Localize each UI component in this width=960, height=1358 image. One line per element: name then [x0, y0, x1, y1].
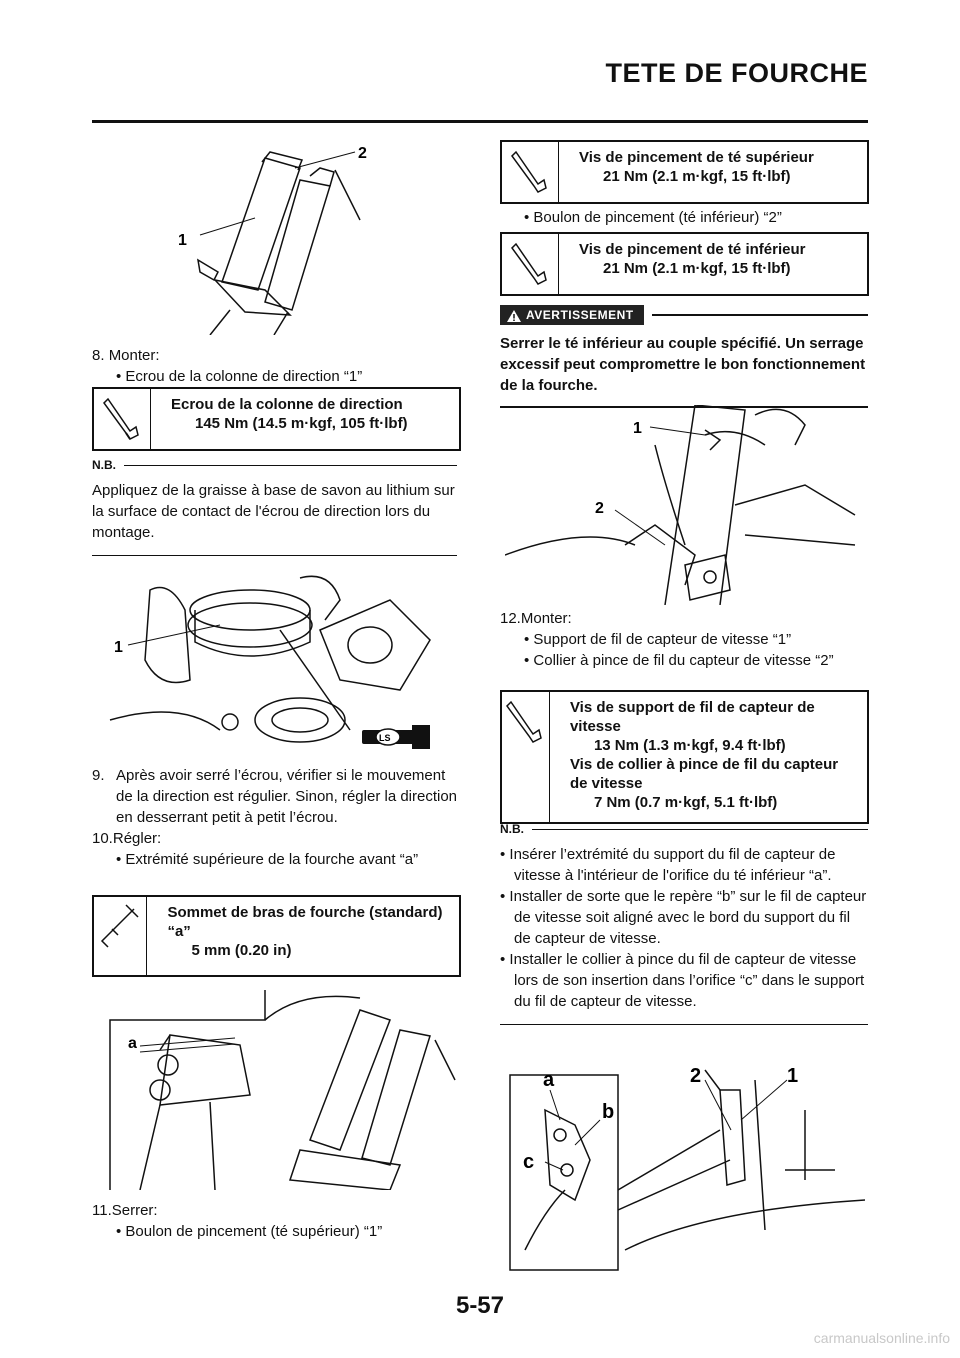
- spec-value: 145 Nm (14.5 m·kgf, 105 ft·lbf): [195, 415, 408, 432]
- ls-label: LS: [379, 733, 391, 743]
- header-rule: [92, 120, 868, 123]
- step-number: 11.: [92, 1202, 112, 1219]
- step-12: 12.Monter:: [500, 608, 870, 629]
- step-number: 9.: [92, 767, 105, 784]
- note-nb-1: N.B. Appliquez de la graisse à base de s…: [92, 458, 457, 556]
- figure-lower-bracket: 1 2: [505, 405, 865, 605]
- note-nb-2: N.B. • Insérer l’extrémité du support du…: [500, 822, 868, 1025]
- callout-1: 1: [114, 639, 123, 656]
- torque-wrench-icon: [502, 234, 559, 294]
- spec-title: Vis de pincement de té inférieur: [579, 241, 806, 258]
- step-label: Monter:: [520, 610, 572, 627]
- page-number: 5-57: [455, 1292, 505, 1319]
- step-label: Serrer:: [111, 1202, 158, 1219]
- warning-label: AVERTISSEMENT: [526, 308, 634, 322]
- step-number: 10.: [92, 830, 113, 847]
- spec-box-steering-nut: Ecrou de la colonne de direction 145 Nm …: [92, 387, 461, 451]
- step-10-bullet: • Extrémité supérieure de la fourche ava…: [116, 851, 419, 868]
- nb-heading: N.B.: [92, 458, 116, 472]
- step-10: 10.Régler:: [92, 828, 462, 849]
- step-11: 11.Serrer:: [92, 1200, 462, 1221]
- spec-value: 21 Nm (2.1 m·kgf, 15 ft·lbf): [603, 168, 791, 185]
- spec-title: Sommet de bras de fourche (standard) “a”: [167, 904, 443, 940]
- warning-block: AVERTISSEMENT Serrer le té inférieur au …: [500, 305, 868, 408]
- nb-bullet-1: • Insérer l’extrémité du support du fil …: [500, 846, 836, 884]
- nb-bullet-2: • Installer de sorte que le repère “b” s…: [500, 888, 867, 947]
- sensor-holder-illustration: a b c 2 1: [509, 1065, 865, 1271]
- callout-a: a: [543, 1069, 555, 1091]
- spec-title-1: Vis de support de fil de capteur de vite…: [569, 699, 815, 735]
- warning-text: Serrer le té inférieur au couple spécifi…: [500, 335, 866, 394]
- step-12-bullet-2: • Collier à pince de fil du capteur de v…: [524, 652, 834, 669]
- step-8-bullet: • Ecrou de la colonne de direction “1”: [116, 368, 363, 385]
- callout-2: 2: [358, 145, 367, 162]
- figure-sensor-holder: a b c 2 1: [505, 1050, 865, 1275]
- spec-box-sensor-lead: Vis de support de fil de capteur de vite…: [500, 690, 869, 824]
- callout-2: 2: [595, 500, 604, 517]
- page-title: TETE DE FOURCHE: [605, 58, 868, 88]
- figure-steering-nut: 1 LS: [100, 570, 440, 755]
- torque-wrench-icon: [502, 692, 550, 822]
- step-text: Après avoir serré l’écrou, vérifier si l…: [116, 767, 458, 826]
- step-label: Monter:: [108, 347, 160, 364]
- caliper-icon: [94, 897, 148, 975]
- spec-title-2: Vis de collier à pince de fil du capteur…: [569, 756, 839, 792]
- callout-1: 1: [178, 232, 187, 249]
- step-12-bullet-1: • Support de fil de capteur de vitesse “…: [524, 631, 792, 648]
- callout-1: 1: [633, 420, 642, 437]
- spec-title: Vis de pincement de té supérieur: [579, 149, 814, 166]
- spec-title: Ecrou de la colonne de direction: [171, 396, 403, 413]
- lithium-grease-icon: LS: [362, 725, 430, 749]
- spec-value: 21 Nm (2.1 m·kgf, 15 ft·lbf): [603, 260, 791, 277]
- lower-bracket-illustration: 1 2: [505, 405, 856, 605]
- steering-nut-illustration: 1 LS: [109, 575, 431, 749]
- callout-b: b: [602, 1101, 614, 1123]
- callout-1: 1: [787, 1065, 798, 1087]
- step-8: 8. Monter:: [92, 345, 462, 366]
- spec-value: 5 mm (0.20 in): [191, 942, 292, 959]
- step-number: 12.: [500, 610, 521, 627]
- step-label: Régler:: [112, 830, 162, 847]
- step-9: 9. Après avoir serré l’écrou, vérifier si…: [92, 765, 462, 828]
- spec-box-upper-bracket: Vis de pincement de té supérieur 21 Nm (…: [500, 140, 869, 204]
- figure-fork-height: a: [100, 990, 460, 1190]
- nb-text: Appliquez de la graisse à base de savon …: [92, 482, 455, 541]
- spec-value-2: 7 Nm (0.7 m·kgf, 5.1 ft·lbf): [593, 794, 778, 811]
- watermark: carmanualsonline.info: [813, 1330, 950, 1346]
- callout-a: a: [128, 1035, 137, 1052]
- torque-wrench-icon: [94, 389, 151, 449]
- fork-height-illustration: a: [109, 990, 456, 1190]
- spec-box-lower-bracket: Vis de pincement de té inférieur 21 Nm (…: [500, 232, 869, 296]
- nb-bullet-3: • Installer le collier à pince du fil de…: [500, 951, 865, 1010]
- figure-fork-top: 1 2: [170, 140, 370, 335]
- step-number: 8.: [92, 347, 105, 364]
- nb-heading: N.B.: [500, 822, 524, 836]
- spec-value-1: 13 Nm (1.3 m·kgf, 9.4 ft·lbf): [593, 737, 786, 754]
- fork-top-illustration: 1 2: [178, 145, 367, 335]
- step-11-bullet: • Boulon de pincement (té supérieur) “1”: [116, 1223, 383, 1240]
- spec-box-fork-top: Sommet de bras de fourche (standard) “a”…: [92, 895, 461, 977]
- callout-c: c: [523, 1151, 534, 1173]
- lower-bolt-bullet: • Boulon de pincement (té inférieur) “2”: [524, 209, 782, 226]
- torque-wrench-icon: [502, 142, 559, 202]
- warning-badge: AVERTISSEMENT: [500, 305, 644, 325]
- warning-triangle-icon: [507, 310, 521, 322]
- callout-2: 2: [690, 1065, 701, 1087]
